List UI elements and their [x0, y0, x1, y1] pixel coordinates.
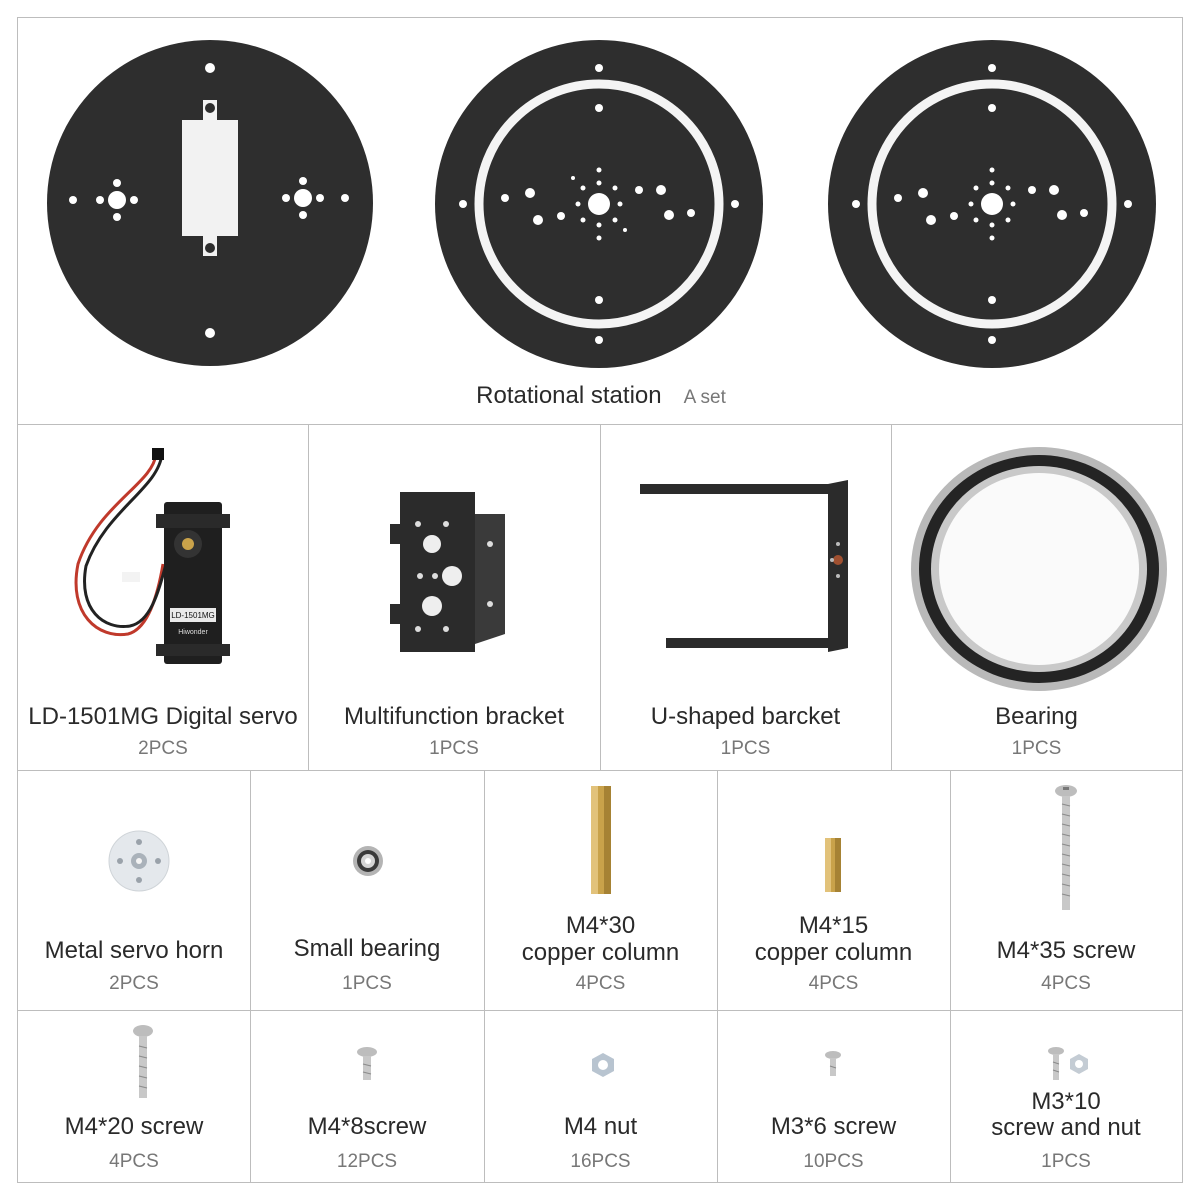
part-quantity: 4PCS — [575, 973, 626, 994]
m4-20-screw-image — [133, 1025, 153, 1098]
part-name: M4 nut — [563, 1113, 638, 1140]
small-bearing-image — [353, 846, 383, 876]
m4-35-screw-image — [1055, 785, 1077, 910]
part-quantity: 4PCS — [1041, 973, 1091, 994]
divider — [717, 770, 718, 1182]
part-cell: LD-1501MG Hiwonder LD-1501MG Digital ser… — [18, 424, 308, 770]
part-cell: M4*35 screw 4PCS — [950, 770, 1182, 1010]
copper-column-15-image — [825, 838, 841, 892]
part-quantity: 1PCS — [720, 738, 771, 759]
part-quantity: 1PCS — [1011, 738, 1062, 759]
divider — [18, 770, 1182, 771]
part-name: Small bearing — [293, 935, 441, 962]
part-quantity: 10PCS — [803, 1151, 864, 1172]
digital-servo-image: LD-1501MG Hiwonder — [74, 448, 230, 664]
part-name: M3*10 — [1031, 1088, 1101, 1115]
part-name: U-shaped barcket — [650, 703, 841, 730]
divider — [18, 1010, 1182, 1011]
part-cell: M4 nut 16PCS — [484, 1010, 717, 1182]
part-cell: Metal servo horn 2PCS — [18, 770, 250, 1010]
multifunction-bracket-image — [390, 492, 505, 652]
divider — [891, 424, 892, 770]
bearing-image — [911, 447, 1167, 691]
turntable-plate-image — [828, 40, 1156, 368]
metal-servo-horn-image — [108, 830, 170, 892]
divider — [484, 770, 485, 1182]
part-name: Metal servo horn — [44, 937, 224, 964]
part-name: M3*6 screw — [770, 1113, 897, 1140]
part-quantity: 1PCS — [342, 973, 392, 994]
part-name: M4*30 — [565, 912, 636, 939]
part-quantity: 2PCS — [138, 738, 188, 759]
part-name: Multifunction bracket — [343, 703, 565, 730]
part-name: M4*15 — [798, 912, 869, 939]
part-cell: Small bearing 1PCS — [250, 770, 484, 1010]
part-cell: Bearing 1PCS — [891, 424, 1182, 770]
part-quantity: 1PCS — [1041, 1151, 1091, 1172]
parts-sheet: Rotational station A set LD-1501MG Hiwond… — [17, 17, 1183, 1183]
servo-mount-plate-image — [47, 40, 373, 366]
part-cell: Multifunction bracket 1PCS — [308, 424, 600, 770]
part-name: copper column — [754, 939, 913, 966]
part-quantity: 1PCS — [429, 738, 479, 759]
divider — [308, 424, 309, 770]
part-quantity: 4PCS — [109, 1151, 159, 1172]
divider — [950, 770, 951, 1182]
part-quantity: 12PCS — [336, 1151, 398, 1172]
part-quantity: 2PCS — [109, 973, 159, 994]
part-name: Bearing — [995, 703, 1078, 730]
part-cell: M4*15 copper column 4PCS — [717, 770, 950, 1010]
u-shaped-bracket-image — [640, 480, 848, 652]
part-cell: M3*10 screw and nut 1PCS — [950, 1010, 1182, 1182]
part-cell: M4*30 copper column 4PCS — [484, 770, 717, 1010]
part-name: copper column — [521, 939, 680, 966]
part-name: LD-1501MG Digital servo — [28, 703, 298, 730]
divider — [600, 424, 601, 770]
station-caption: Rotational station A set — [18, 382, 1184, 410]
part-name: M4*8screw — [307, 1113, 427, 1140]
part-cell: M3*6 screw 10PCS — [717, 1010, 950, 1182]
divider — [250, 770, 251, 1182]
station-title: Rotational station — [476, 382, 662, 409]
part-quantity: 4PCS — [808, 973, 859, 994]
part-name: screw and nut — [991, 1114, 1141, 1141]
station-subtitle: A set — [683, 387, 726, 408]
part-name: M4*35 screw — [996, 937, 1136, 964]
servo-brand-label: Hiwonder — [178, 629, 208, 636]
part-quantity: 16PCS — [570, 1151, 631, 1172]
m3-6-screw-image — [825, 1051, 841, 1076]
servo-model-label: LD-1501MG — [171, 611, 215, 620]
copper-column-30-image — [591, 786, 611, 894]
part-cell: M4*20 screw 4PCS — [18, 1010, 250, 1182]
part-cell: M4*8screw 12PCS — [250, 1010, 484, 1182]
m4-8-screw-image — [357, 1047, 377, 1080]
m4-nut-image — [592, 1053, 614, 1077]
turntable-plate-image — [435, 40, 763, 368]
part-cell: U-shaped barcket 1PCS — [600, 424, 891, 770]
m3-10-screw-and-nut-image — [1048, 1047, 1088, 1080]
rotational-station-cell: Rotational station A set — [18, 18, 1182, 424]
part-name: M4*20 screw — [64, 1113, 204, 1140]
